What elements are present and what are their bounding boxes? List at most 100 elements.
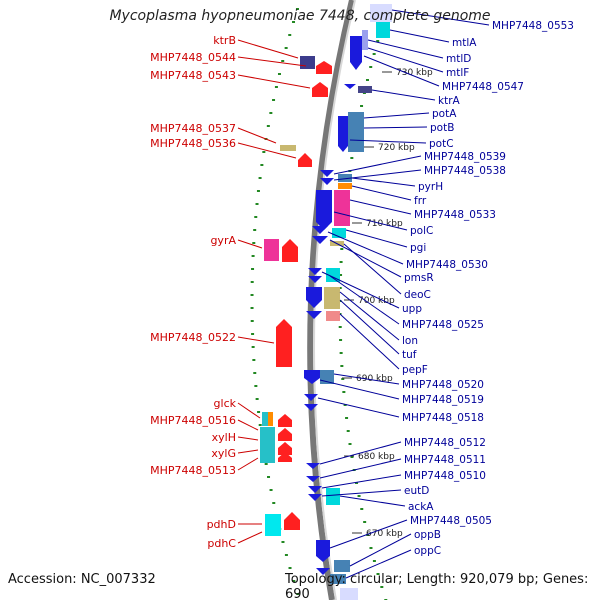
gene-label-acka: ackA [408,501,434,513]
accession-text: Accession: NC_007332 [8,572,156,587]
leader-line [363,112,430,119]
gene-label-mhp7448-0505: MHP7448_0505 [410,515,492,527]
leader-line [237,336,275,344]
gene-label-mhp7448-0522: MHP7448_0522 [150,331,236,344]
gc-skew-dot-inner [338,326,342,328]
leader-line [345,549,412,579]
leader-line [321,271,400,309]
gene-polC [316,190,332,230]
gene-label-mhp7448-0512: MHP7448_0512 [404,437,486,449]
gc-skew-dot-outer [250,294,254,296]
gc-skew-dot-inner [376,40,380,42]
gc-skew-dot-outer [258,177,262,179]
gc-skew-dot-outer [272,502,276,504]
leader-line [319,458,402,479]
gene-label-tuf: tuf [402,349,417,361]
gc-skew-dot-outer [296,593,300,595]
leader-line [333,169,422,181]
gc-skew-dot-outer [295,8,299,10]
gc-skew-dot-inner [372,560,376,562]
gc-skew-dot-outer [251,268,255,270]
leader-line [237,127,277,144]
gc-skew-dot-inner [342,391,346,393]
gene-ktrA [358,86,372,93]
gene-label-mhp7448-0519: MHP7448_0519 [402,394,484,406]
gene-gyrA [282,239,298,262]
gene-MHP7448_0536 [298,153,312,167]
gc-skew-dot-inner [339,339,343,341]
gene-MHP7448_0538 [320,178,334,185]
gc-skew-dot-outer [251,333,255,335]
leader-line [329,239,402,278]
leader-line [389,29,450,43]
gene-MHP7448_0543 [312,82,328,97]
gc-skew-dot-outer [250,320,254,322]
gene-MHP7448_0537 [280,145,296,151]
gc-skew-dot-inner [338,287,342,289]
gc-skew-dot-outer [274,86,278,88]
gene-ktrB [300,56,315,69]
gene-pepF-2 [306,311,322,319]
gene-label-potc: potC [429,138,454,150]
leader-line [237,239,263,249]
gene-potC [338,146,348,152]
gc-skew-dot-outer [288,34,292,36]
gc-skew-dot-inner [345,417,349,419]
leader-line [237,449,259,454]
gene-label-pdhd: pdhD [207,518,236,531]
gc-skew-dot-outer [292,21,296,23]
gc-skew-dot-outer [258,424,262,426]
gene-label-mhp7448-0537: MHP7448_0537 [150,122,236,135]
gc-skew-dot-outer [252,242,256,244]
gene-label-pgi: pgi [410,242,426,254]
gene-MHP7448_0511 [306,476,320,482]
gc-skew-dot-outer [281,541,285,543]
gc-skew-dot-inner [380,586,384,588]
gene-pyrH [338,174,352,182]
gene-label-mhp7448-0547: MHP7448_0547 [442,81,524,93]
gene-MHP7448_0530 [312,226,328,234]
leader-line [371,89,436,101]
gc-skew-dot-outer [277,73,281,75]
gc-skew-dot-inner [338,300,342,302]
gene-glck [262,412,268,426]
gc-skew-dot-inner [363,521,367,523]
gc-skew-dot-inner [366,534,370,536]
gc-skew-dot-inner [339,274,343,276]
gc-skew-dot-outer [262,151,266,153]
leader-line [349,533,412,567]
gene-label-pmsr: pmsR [404,272,434,284]
gene-label-eutd: eutD [404,485,429,497]
gc-skew-dot-outer [284,47,288,49]
gc-skew-dot-outer [281,60,285,62]
gc-skew-dot-outer [254,216,258,218]
gc-skew-dot-outer [257,411,261,413]
gc-skew-dot-inner [343,404,347,406]
gc-skew-dot-outer [288,567,292,569]
gene-oppB [334,560,350,572]
gene-MHP7448_0522 [276,319,292,367]
leader-line [345,229,408,248]
tick-label: 690 kbp [356,374,393,384]
leader-line [319,441,402,465]
gc-skew-dot-outer [254,385,258,387]
gene-frr [338,183,352,189]
gc-skew-dot-outer [253,229,257,231]
gc-skew-dot-outer [251,346,255,348]
gene-xylG [278,442,292,455]
gene-MHP7448_0533 [334,190,350,226]
gc-skew-dot-outer [250,281,254,283]
leader-line [351,177,416,187]
map-title: Mycoplasma hyopneumoniae 7448, complete … [109,8,491,24]
leader-line [237,457,259,471]
gene-label-mhp7448-0544: MHP7448_0544 [150,51,236,64]
leader-line [319,379,400,400]
gene-label-deoc: deoC [404,289,431,301]
gene-label-lon: lon [402,335,418,347]
gene-xylH-2 [278,428,292,441]
gene-label-mhp7448-0543: MHP7448_0543 [150,69,236,82]
gc-skew-dot-outer [256,190,260,192]
reverse-gene-labels: MHP7448_0553mtlAmtlDmtlFMHP7448_0547ktrA… [317,9,574,579]
gc-skew-dot-inner [348,443,352,445]
leader-line [333,373,400,385]
